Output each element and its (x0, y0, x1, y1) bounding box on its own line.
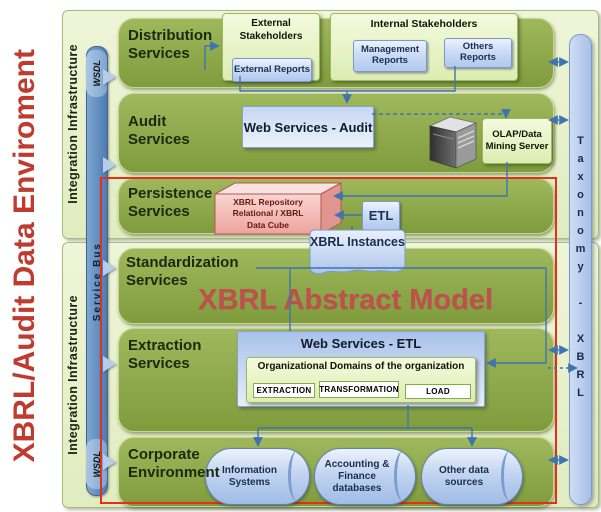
integration-infrastructure-label-bottom: Integration Infrastructure (66, 294, 80, 455)
server-icon (420, 114, 484, 172)
information-systems-cylinder: Information Systems (205, 448, 310, 505)
etl-node: ETL (362, 201, 400, 231)
xbrl-instances-node: XBRL Instances (309, 229, 406, 279)
taxonomy-xbrl-bar: Taxonomy - XBRL (569, 34, 592, 505)
accounting-finance-cylinder: Accounting & Finance databases (314, 448, 416, 505)
organizational-domains-box: Organizational Domains of the organizati… (246, 357, 476, 403)
xbrl-instances-label: XBRL Instances (310, 235, 405, 249)
bus-arrow-icon (103, 454, 116, 470)
internal-stakeholders-title: Internal Stakeholders (370, 18, 478, 30)
extraction-services-label: Extraction Services (128, 337, 202, 373)
external-reports-node: External Reports (232, 58, 312, 82)
internal-stakeholders-box: Internal Stakeholders Management Reports… (330, 13, 518, 81)
web-services-audit-box: Web Services - Audit (242, 106, 374, 148)
external-stakeholders-box: External Stakeholders External Reports (222, 13, 320, 82)
web-services-etl-box: Web Services - ETL Organizational Domain… (237, 331, 485, 407)
corporate-environment-label: Corporate Environment (128, 446, 220, 482)
xbrl-repository-cube: XBRL Repository Relational / XBRL Data C… (213, 181, 343, 235)
persistence-services-label: Persistence Services (128, 185, 213, 221)
external-stakeholders-title: External Stakeholders (239, 18, 303, 42)
page-title-rail: XBRL/Audit Data Enviroment (0, 0, 50, 512)
xbrl-abstract-model-watermark: XBRL Abstract Model (198, 284, 493, 316)
highlight-frame (100, 177, 557, 504)
standardization-services-label: Standardization Services (126, 254, 239, 290)
other-data-sources-cylinder: Other data sources (421, 448, 523, 505)
service-bus-bar: WSDL Service Bus WSDL (86, 46, 108, 496)
page-title: XBRL/Audit Data Enviroment (8, 49, 41, 463)
bus-arrow-icon (103, 260, 116, 276)
wsdl-label-top: WSDL (91, 60, 102, 87)
management-reports-node: Management Reports (353, 40, 427, 72)
bus-arrow-icon (103, 69, 116, 85)
bus-arrow-icon (103, 157, 116, 173)
wsdl-chip-top: WSDL (86, 50, 107, 97)
audit-services-label: Audit Services (128, 113, 190, 149)
load-step: LOAD (405, 384, 471, 399)
xbrl-repository-label: XBRL Repository Relational / XBRL Data C… (232, 196, 304, 230)
integration-infrastructure-label-top: Integration Infrastructure (66, 44, 80, 204)
olap-data-mining-server-box: OLAP/Data Mining Server (482, 118, 552, 164)
web-services-etl-title: Web Services - ETL (300, 336, 422, 351)
taxonomy-xbrl-label: Taxonomy - XBRL (574, 134, 587, 405)
bus-arrow-icon (103, 356, 116, 372)
transformation-step: TRANSFORMATION (319, 381, 399, 398)
extraction-step: EXTRACTION (253, 383, 315, 398)
others-reports-node: Others Reports (444, 38, 512, 68)
organizational-domains-title: Organizational Domains of the organizati… (257, 361, 465, 372)
distribution-services-label: Distribution Services (128, 27, 213, 63)
